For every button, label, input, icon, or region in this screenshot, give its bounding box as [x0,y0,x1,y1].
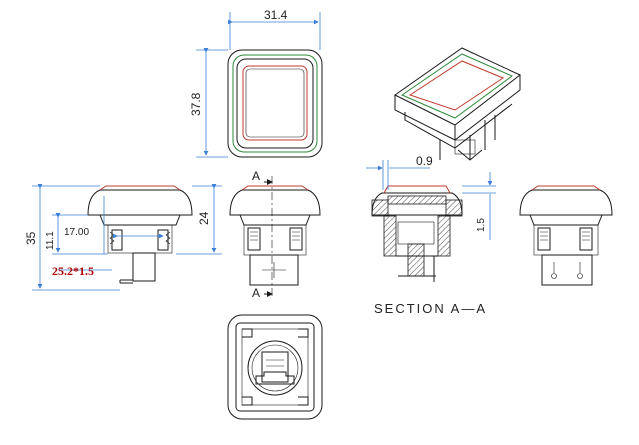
dim-side-cap-height: 24 [197,211,211,225]
dim-side-body-height: 11.1 [45,231,56,250]
bottom-view [227,314,323,420]
top-view: 31.4 37.8 [189,8,323,158]
isometric-view [394,47,521,161]
dim-section-depth: 1.5 [476,218,487,232]
section-a-a-view: 0.9 1.5 SECTION A—A [366,154,496,316]
dim-top-height: 37.8 [189,92,203,116]
side-view-dimensioned: 17.00 35 11.1 24 25.2*1.5 [24,184,222,291]
dim-section-wall: 0.9 [416,154,433,168]
section-marker-top: A [252,169,260,183]
dim-top-width: 31.4 [264,8,288,22]
side-view-right [519,185,613,286]
annotation-panel-cutout: 25.2*1.5 [52,264,94,278]
dim-side-inner-width: 17.00 [64,227,89,238]
section-title: SECTION A—A [374,301,487,316]
dim-side-total-height: 35 [24,231,38,245]
section-marker-bottom: A [252,286,260,300]
front-view-section-line: A A [229,169,321,300]
